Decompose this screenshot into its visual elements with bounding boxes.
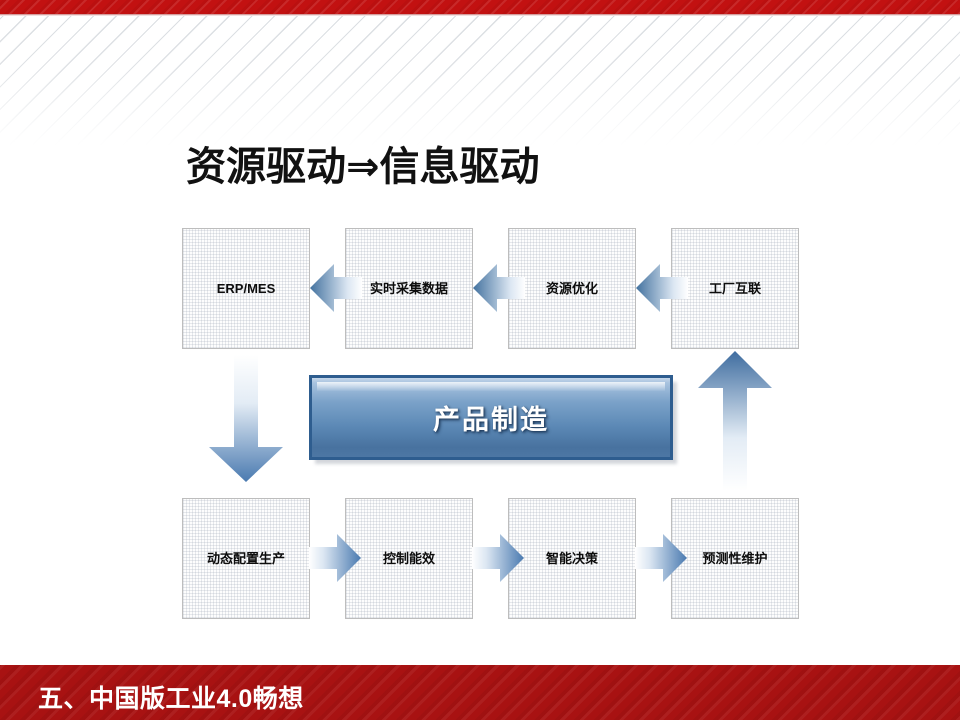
process-box-label: 资源优化 xyxy=(545,280,598,296)
arrow-up-icon xyxy=(694,350,776,492)
process-box-erp-mes[interactable]: ERP/MES xyxy=(182,228,310,349)
process-box-label: 动态配置生产 xyxy=(206,550,285,566)
process-box-energy-control[interactable]: 控制能效 xyxy=(345,498,473,619)
arrow-left-icon-3 xyxy=(634,259,688,317)
top-diagonal-stripe-decoration xyxy=(0,16,960,146)
top-red-band xyxy=(0,0,960,14)
process-box-factory-interconnect[interactable]: 工厂互联 xyxy=(671,228,799,349)
footer-section-label: 五、中国版工业4.0畅想 xyxy=(38,685,304,713)
center-banner-label: 产品制造 xyxy=(433,405,549,435)
process-box-smart-decision[interactable]: 智能决策 xyxy=(508,498,636,619)
arrow-right-icon-2 xyxy=(472,529,526,587)
center-banner-product-manufacturing[interactable]: 产品制造 xyxy=(309,375,673,460)
process-box-label: 预测性维护 xyxy=(702,550,768,566)
process-box-label: 智能决策 xyxy=(545,550,598,566)
arrow-right-icon-3 xyxy=(635,529,689,587)
top-band-shadow xyxy=(0,14,960,16)
process-box-realtime-data[interactable]: 实时采集数据 xyxy=(345,228,473,349)
footer-band xyxy=(0,665,960,720)
banner-highlight xyxy=(317,382,665,391)
arrow-down-icon xyxy=(205,355,287,483)
process-box-label: ERP/MES xyxy=(216,280,276,296)
process-box-label: 实时采集数据 xyxy=(369,280,448,296)
process-box-dynamic-production[interactable]: 动态配置生产 xyxy=(182,498,310,619)
process-box-predictive-maintenance[interactable]: 预测性维护 xyxy=(671,498,799,619)
process-box-label: 控制能效 xyxy=(382,550,435,566)
process-box-label: 工厂互联 xyxy=(708,280,761,296)
arrow-left-icon-1 xyxy=(308,259,362,317)
arrow-right-icon-1 xyxy=(309,529,363,587)
page-title: 资源驱动⇒信息驱动 xyxy=(186,145,540,189)
arrow-left-icon-2 xyxy=(471,259,525,317)
process-box-resource-optimization[interactable]: 资源优化 xyxy=(508,228,636,349)
